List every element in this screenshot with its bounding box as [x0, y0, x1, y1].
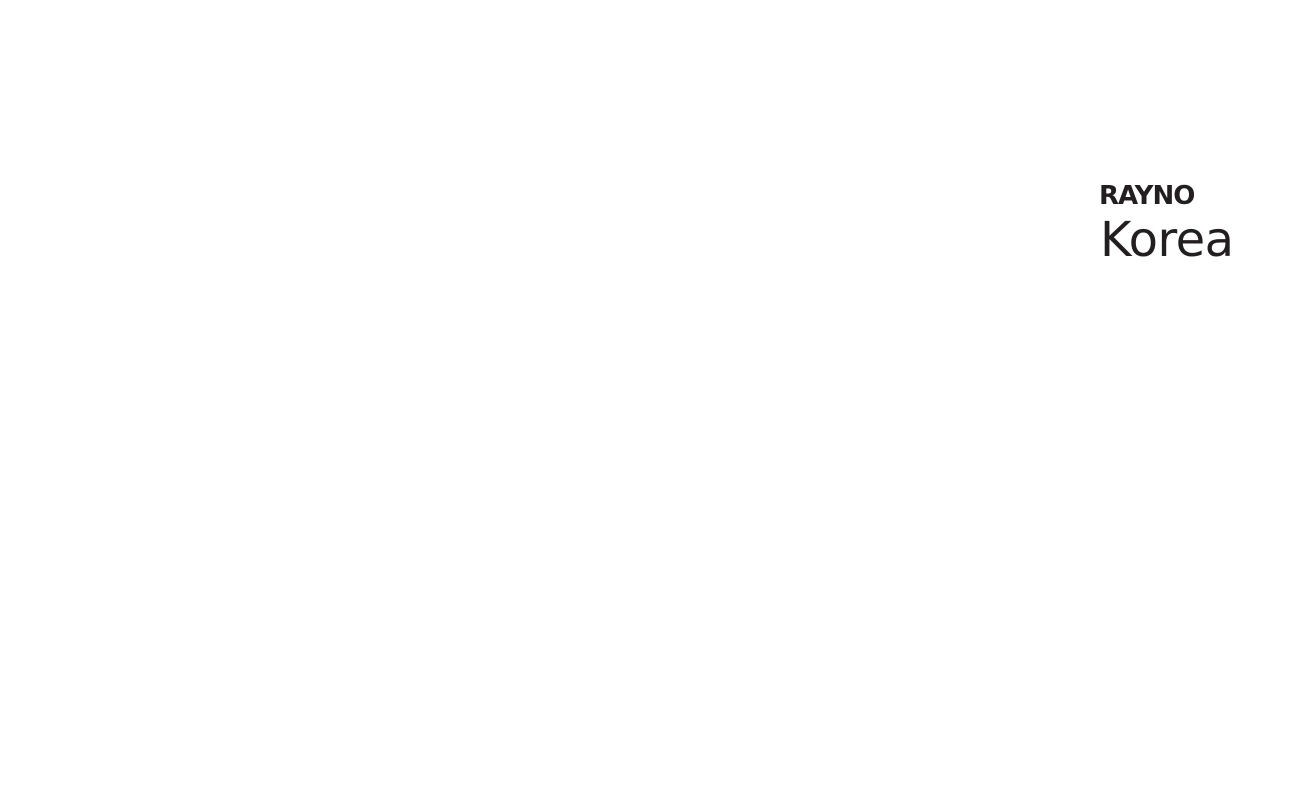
rayno-korea-logo[interactable]: RAYNO Korea [1099, 178, 1259, 266]
logo-region-text: Korea [1100, 212, 1234, 268]
logo-brand-text: RAYNO [1099, 181, 1195, 211]
